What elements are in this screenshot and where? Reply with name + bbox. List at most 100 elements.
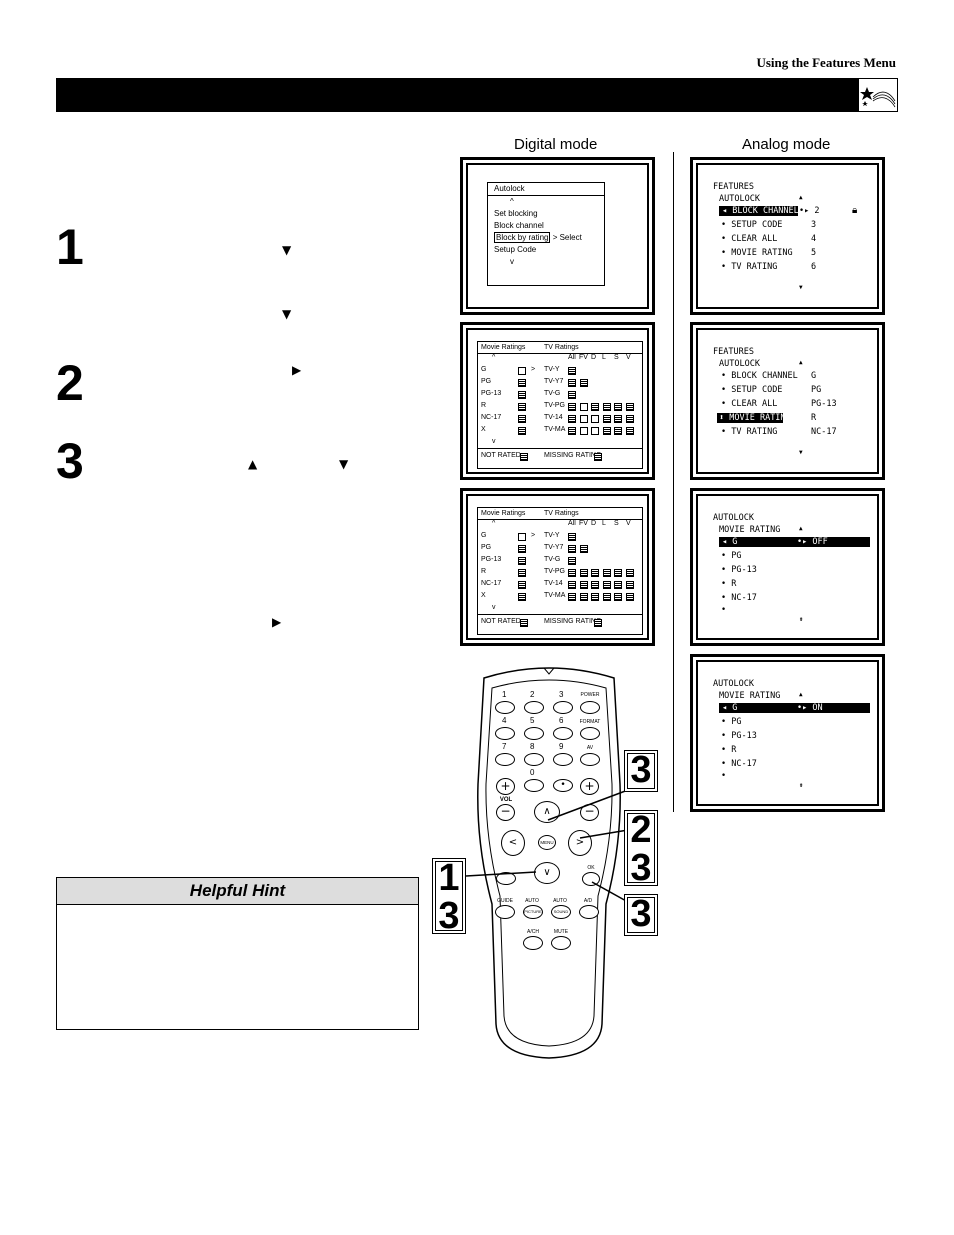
button-6[interactable]	[553, 727, 573, 740]
tv-lock-checkbox[interactable]	[579, 569, 588, 577]
mute-button[interactable]	[551, 936, 571, 950]
button-3[interactable]	[553, 701, 573, 714]
tv-lock-checkbox[interactable]	[568, 391, 576, 399]
movie-lock-checkbox[interactable]	[518, 581, 526, 589]
tv-lock-checkbox[interactable]	[625, 415, 634, 423]
analog2-item-tv-rating[interactable]: • TV RATING	[721, 427, 778, 437]
tv-lock-checkbox[interactable]	[625, 403, 634, 411]
analog2-item-block-channel[interactable]: • BLOCK CHANNEL	[721, 371, 798, 381]
tv-lock-checkbox[interactable]	[579, 427, 588, 435]
tv-lock-checkbox[interactable]	[625, 593, 634, 601]
tv-lock-checkbox[interactable]	[591, 427, 599, 435]
tv-lock-checkbox[interactable]	[625, 427, 634, 435]
not-rated-checkbox[interactable]	[520, 619, 528, 627]
tv-lock-checkbox[interactable]	[614, 415, 622, 423]
tv-lock-checkbox[interactable]	[614, 403, 622, 411]
tv-lock-checkbox[interactable]	[625, 581, 634, 589]
tv-lock-checkbox[interactable]	[579, 415, 588, 423]
analog4-item-pg[interactable]: • PG	[721, 717, 742, 727]
tv-lock-checkbox[interactable]	[614, 593, 622, 601]
tv-lock-checkbox[interactable]	[591, 581, 599, 589]
movie-lock-checkbox[interactable]	[518, 427, 526, 435]
tv-lock-checkbox[interactable]	[579, 581, 588, 589]
tv-lock-checkbox[interactable]	[602, 427, 611, 435]
tv-lock-checkbox[interactable]	[568, 403, 576, 411]
down-button[interactable]: ∨	[534, 862, 560, 884]
vol-up-button[interactable]: +	[496, 778, 515, 795]
tv-lock-checkbox[interactable]	[579, 545, 588, 553]
tv-lock-checkbox[interactable]	[568, 415, 576, 423]
tv-lock-checkbox[interactable]	[568, 533, 576, 541]
tv-lock-checkbox[interactable]	[568, 427, 576, 435]
analog4-item-g[interactable]: ◂ G•▸ ON	[719, 703, 870, 713]
analog4-item-pg13[interactable]: • PG-13	[721, 731, 757, 741]
menu-item-setup-code[interactable]: Setup Code	[494, 245, 537, 254]
analog1-item-movie-rating[interactable]: • MOVIE RATING	[721, 248, 793, 258]
button-1[interactable]	[495, 701, 515, 714]
tv-lock-checkbox[interactable]	[602, 415, 611, 423]
tv-lock-checkbox[interactable]	[614, 427, 622, 435]
left-button[interactable]: <	[501, 830, 525, 856]
small-button-left[interactable]	[496, 872, 516, 885]
analog3-item-g[interactable]: ◂ G•▸ OFF	[719, 537, 870, 547]
auto-sound-button[interactable]: SOUND	[551, 905, 571, 919]
tv-lock-checkbox[interactable]	[614, 581, 622, 589]
movie-lock-checkbox[interactable]	[518, 415, 526, 423]
tv-lock-checkbox[interactable]	[568, 545, 576, 553]
movie-lock-checkbox[interactable]	[518, 403, 526, 411]
button-4[interactable]	[495, 727, 515, 740]
tv-lock-checkbox[interactable]	[579, 593, 588, 601]
tv-lock-checkbox[interactable]	[591, 569, 599, 577]
button-0[interactable]	[524, 779, 544, 792]
tv-lock-checkbox[interactable]	[591, 593, 599, 601]
tv-lock-checkbox[interactable]	[602, 581, 611, 589]
right-button[interactable]: >	[568, 830, 592, 856]
movie-lock-checkbox[interactable]	[518, 593, 526, 601]
analog4-item-nc17[interactable]: • NC-17	[721, 759, 757, 769]
tv-lock-checkbox[interactable]	[568, 581, 576, 589]
missing-rating-checkbox[interactable]	[594, 453, 602, 461]
analog3-item-r[interactable]: • R	[721, 579, 737, 589]
not-rated-checkbox[interactable]	[520, 453, 528, 461]
guide-button[interactable]	[495, 905, 515, 919]
power-button[interactable]	[580, 701, 600, 714]
menu-item-block-by-rating[interactable]: Block by rating > Select	[488, 232, 604, 244]
analog3-item-nc17[interactable]: • NC-17	[721, 593, 757, 603]
movie-lock-checkbox[interactable]	[518, 569, 526, 577]
dot-button[interactable]: •	[553, 779, 573, 792]
movie-lock-checkbox[interactable]	[518, 367, 526, 375]
av-button[interactable]	[580, 753, 600, 766]
analog1-item-setup-code[interactable]: • SETUP CODE	[721, 220, 783, 230]
movie-lock-checkbox[interactable]	[518, 379, 526, 387]
button-9[interactable]	[553, 753, 573, 766]
vol-down-button[interactable]: −	[496, 804, 515, 821]
analog2-item-setup-code[interactable]: • SETUP CODE	[721, 385, 783, 395]
tv-lock-checkbox[interactable]	[625, 569, 634, 577]
movie-lock-checkbox[interactable]	[518, 545, 526, 553]
tv-lock-checkbox[interactable]	[591, 415, 599, 423]
button-2[interactable]	[524, 701, 544, 714]
ok-button[interactable]	[582, 872, 600, 886]
tv-lock-checkbox[interactable]	[602, 403, 611, 411]
tv-lock-checkbox[interactable]	[579, 379, 588, 387]
analog1-item-clear-all[interactable]: • CLEAR ALL	[721, 234, 778, 244]
tv-lock-checkbox[interactable]	[568, 557, 576, 565]
menu-item-block-channel[interactable]: Block channel	[494, 221, 544, 230]
button-5[interactable]	[524, 727, 544, 740]
analog2-item-clear-all[interactable]: • CLEAR ALL	[721, 399, 778, 409]
analog3-item-pg[interactable]: • PG	[721, 551, 742, 561]
tv-lock-checkbox[interactable]	[579, 403, 588, 411]
ch-up-button[interactable]: +	[580, 778, 599, 795]
button-8[interactable]	[524, 753, 544, 766]
ach-button[interactable]	[523, 936, 543, 950]
menu-item-set-blocking[interactable]: Set blocking	[494, 209, 538, 218]
auto-picture-button[interactable]: PICTURE	[523, 905, 543, 919]
tv-lock-checkbox[interactable]	[568, 569, 576, 577]
button-7[interactable]	[495, 753, 515, 766]
tv-lock-checkbox[interactable]	[568, 367, 576, 375]
tv-lock-checkbox[interactable]	[602, 569, 611, 577]
tv-lock-checkbox[interactable]	[602, 593, 611, 601]
menu-button[interactable]: MENU	[538, 835, 556, 850]
format-button[interactable]	[580, 727, 600, 740]
tv-lock-checkbox[interactable]	[614, 569, 622, 577]
